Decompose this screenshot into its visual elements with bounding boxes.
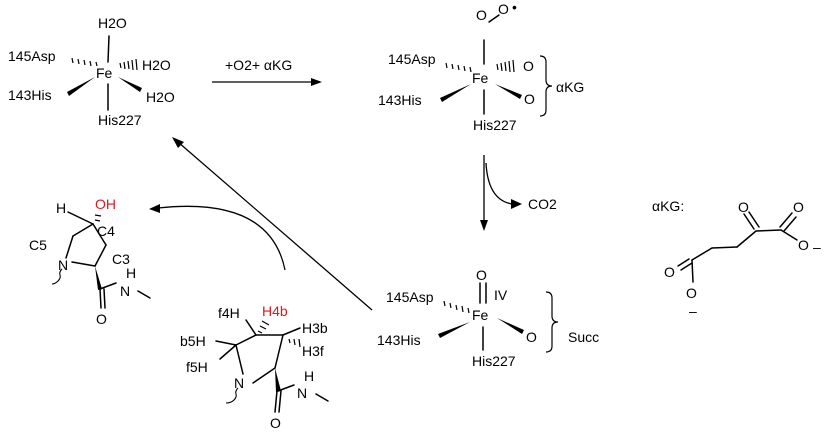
- wedge-bond-his143-3: [438, 322, 470, 338]
- arrow-o2-binding: +O2+ αKG: [212, 57, 322, 86]
- o2-label: O: [498, 1, 509, 17]
- fe-label: Fe: [96, 65, 113, 81]
- his227-label-2: His227: [473, 117, 517, 133]
- oxo-label: O: [476, 267, 487, 283]
- fe-label-2: Fe: [472, 70, 489, 86]
- his143-label-3: 143His: [377, 332, 421, 348]
- akg-o-bottom-label: O: [524, 91, 535, 107]
- hashed-bond-oh: [94, 214, 102, 222]
- hashed-bond-asp2: [445, 62, 472, 73]
- complex-fe-superoxo: O O • 145Asp Fe O O αKG 143His His227: [378, 0, 584, 133]
- fe-label-3: Fe: [472, 307, 489, 323]
- complex-fe-aqua: H2O 145Asp Fe H2O 143His H2O His227: [8, 15, 175, 128]
- hashed-bond-h2o-right: [119, 58, 138, 71]
- his227-label-3: His227: [472, 353, 516, 369]
- hyp-amide-o: O: [96, 311, 107, 327]
- asp145-label-3: 145Asp: [386, 289, 434, 305]
- hyp-amide-h: H: [126, 265, 136, 281]
- arrow-decarboxylation: CO2: [480, 155, 557, 231]
- his143-label-2: 143His: [378, 92, 422, 108]
- wedge-bond-his143: [67, 77, 95, 96]
- pro-h3f-label: H3f: [302, 343, 324, 359]
- hyp-c5-label: C5: [29, 237, 47, 253]
- co2-label: CO2: [528, 196, 557, 212]
- succ-label: Succ: [568, 329, 599, 345]
- wedge-bond-akg-o2: [495, 84, 522, 99]
- hyp-n-label: N: [58, 257, 68, 273]
- hydroxyproline-structure: H OH C4 C5 C3 N H N O: [29, 196, 151, 327]
- akg-brace: [539, 55, 553, 117]
- hyp-oh-label: OH: [95, 196, 116, 212]
- succ-o-label: O: [526, 329, 537, 345]
- pro-h4b-label: H4b: [262, 303, 288, 319]
- arrow-regeneration: [172, 137, 373, 311]
- h2o-top-label: H2O: [98, 15, 127, 31]
- akg-left-charge: –: [689, 303, 697, 319]
- h2o-right-label: H2O: [142, 57, 171, 73]
- asp145-label: 145Asp: [8, 48, 56, 64]
- asp145-label-2: 145Asp: [388, 51, 436, 67]
- pro-amide-n: N: [297, 385, 307, 401]
- arrow-o2-label: +O2+ αKG: [225, 57, 292, 73]
- oxidation-state-label: IV: [494, 287, 508, 303]
- hyp-amide-n: N: [120, 283, 130, 299]
- wedge-bond-succ-o: [497, 318, 524, 334]
- his227-label: His227: [98, 112, 142, 128]
- pro-f5h-label: f5H: [186, 359, 208, 375]
- akg-o-top-label: O: [523, 58, 534, 74]
- succ-brace: [545, 291, 559, 353]
- pro-b5h-label: b5H: [180, 333, 206, 349]
- bond-o-o: [488, 14, 500, 23]
- his143-label: 143His: [8, 87, 52, 103]
- wedge-bond-his143-2: [440, 84, 471, 102]
- radical-dot: •: [512, 0, 517, 15]
- akg-right-carbonyl-o: O: [793, 199, 804, 215]
- o1-label: O: [476, 7, 487, 23]
- akg-brace-label: αKG: [556, 79, 584, 95]
- akg-right-anion-o: O: [798, 237, 809, 253]
- akg-right-charge: –: [813, 239, 821, 255]
- bond-fe-h2o-top: [107, 35, 110, 63]
- proline-structure: f4H H4b H3b b5H H3f f5H N H N O: [180, 303, 329, 431]
- hyp-c3-label: C3: [112, 251, 130, 267]
- akg-left-carbonyl-o: O: [664, 264, 675, 280]
- hashed-bond-akg-o: [496, 59, 515, 73]
- hyp-h-label: H: [56, 200, 66, 216]
- hyp-c4-label: C4: [97, 223, 115, 239]
- complex-fe-oxo: O IV 145Asp Fe O Succ 143His His227: [377, 267, 599, 369]
- akg-left-anion-o: O: [686, 285, 697, 301]
- pro-n-label: N: [234, 375, 244, 391]
- pro-f4h-label: f4H: [218, 305, 240, 321]
- pro-h3b-label: H3b: [302, 320, 328, 336]
- hashed-bond-asp: [71, 57, 98, 67]
- hashed-bond-asp3: [443, 300, 470, 314]
- h2o-bottom-label: H2O: [146, 89, 175, 105]
- alpha-ketoglutarate-structure: αKG: O O O – O O –: [652, 198, 821, 319]
- arrow-hydroxylation: [149, 204, 286, 271]
- wedge-bond-h2o-bottom: [118, 77, 142, 92]
- akg-structure-label: αKG:: [652, 198, 684, 214]
- pro-amide-o: O: [270, 415, 281, 431]
- akg-ketone-o: O: [738, 199, 749, 215]
- pro-amide-h: H: [304, 368, 314, 384]
